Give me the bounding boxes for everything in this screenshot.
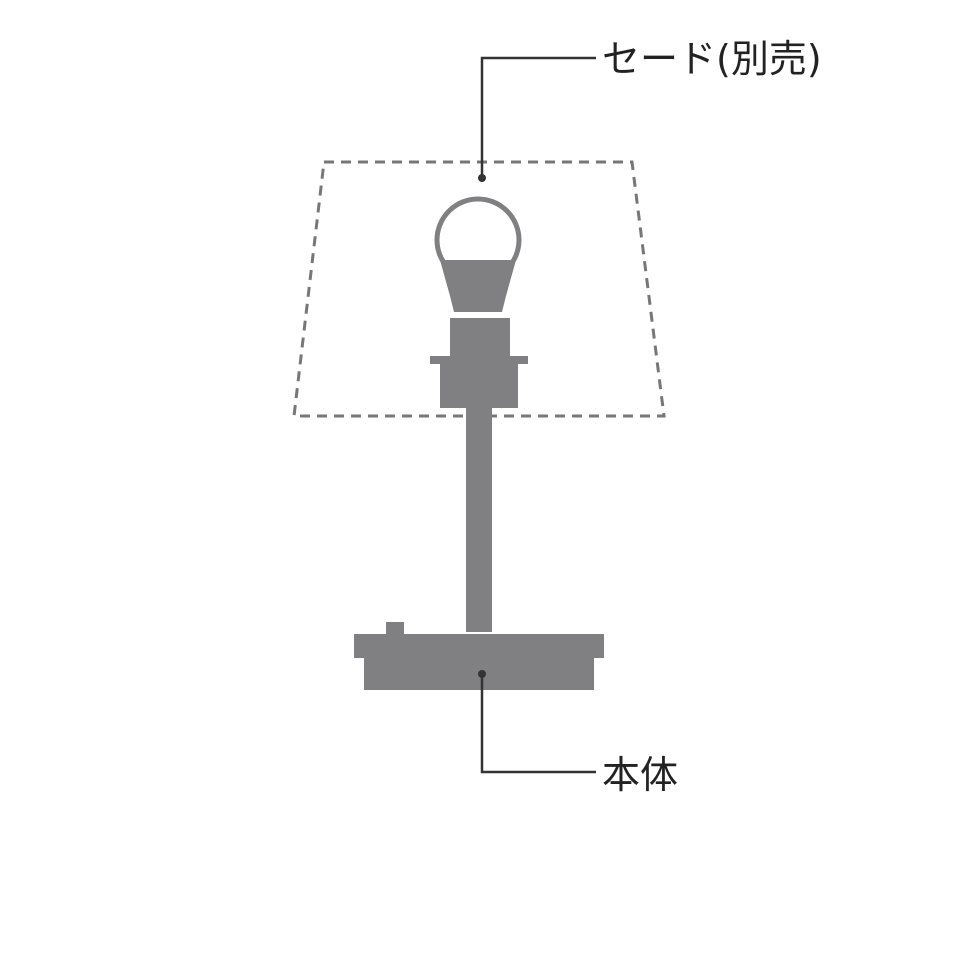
bulb-neck — [440, 260, 516, 312]
lampshade-outline — [292, 160, 666, 418]
shade-leader-dot — [478, 174, 486, 182]
body-leader-dot — [478, 670, 486, 678]
shade-leader-line — [480, 56, 596, 178]
body-leader-line — [480, 674, 596, 774]
lamp-stem — [466, 406, 492, 632]
shade-label: セード(別売) — [602, 37, 822, 81]
socket-body — [440, 360, 518, 408]
body-label: 本体 — [602, 753, 679, 797]
socket-top — [450, 318, 510, 360]
base-top — [354, 634, 604, 658]
